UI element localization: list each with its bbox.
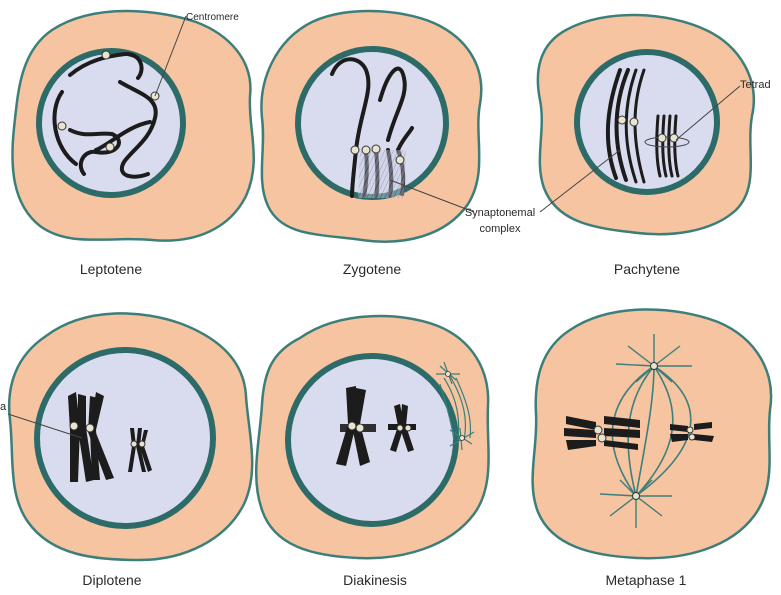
callout-synaptonemal: Synaptonemal — [465, 207, 535, 219]
centrosome — [633, 493, 640, 500]
stage-label-pachytene: Pachytene — [614, 261, 680, 277]
panel-diplotene: a Diplotene — [0, 313, 252, 588]
callout-chiasma: a — [0, 401, 7, 413]
stage-label-zygotene: Zygotene — [343, 261, 402, 277]
stage-label-diakinesis: Diakinesis — [343, 572, 407, 588]
centrosome — [460, 436, 465, 441]
centrosome — [446, 372, 451, 377]
panel-zygotene: Synaptonemal complex Zygotene — [261, 11, 535, 277]
callout-synaptonemal: complex — [480, 223, 521, 235]
nucleus — [37, 350, 213, 526]
stage-label-metaphase: Metaphase 1 — [606, 572, 687, 588]
nucleus — [288, 356, 456, 524]
callout-tetrad: Tetrad — [740, 79, 771, 91]
panel-diakinesis: Diakinesis — [256, 316, 488, 588]
nucleus — [577, 52, 717, 192]
callout-centromere: Centromere — [186, 12, 239, 23]
centrosome — [651, 363, 658, 370]
stage-label-diplotene: Diplotene — [82, 572, 141, 588]
panel-leptotene: Centromere Leptotene — [12, 11, 253, 277]
panel-metaphase: Metaphase 1 — [533, 309, 771, 588]
stage-label-leptotene: Leptotene — [80, 261, 142, 277]
panel-pachytene: Tetrad Pachytene — [538, 15, 771, 277]
